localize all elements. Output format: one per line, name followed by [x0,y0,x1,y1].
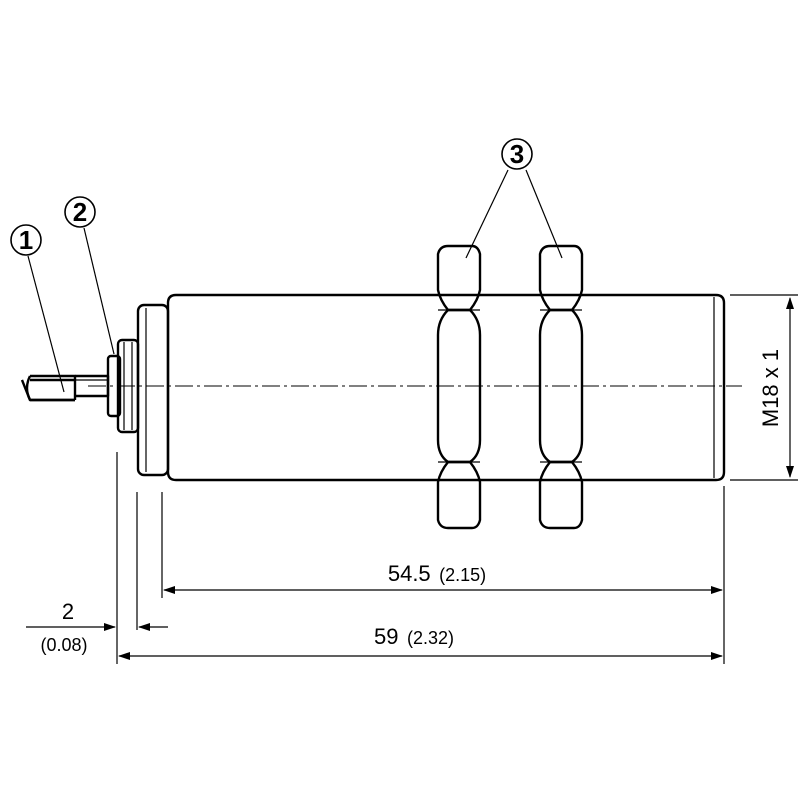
thread-dimension-label: M18 x 1 [758,349,783,427]
flange-dimension: 2 (0.08) [26,599,168,655]
total-length-value: 59 [374,624,398,649]
thread-dimension: M18 x 1 [730,294,798,481]
flange-dimension-inch: (0.08) [40,635,87,655]
nut-2 [538,244,584,530]
body-length-dimension: 54.5 (2.15) [163,561,723,594]
callout-2: 2 [64,196,115,355]
end-cap [136,303,170,477]
body-length-inch: (2.15) [439,565,486,585]
body-length-label: 54.5 (2.15) [388,561,486,586]
callout-2-label: 2 [73,197,87,227]
total-length-label: 59 (2.32) [374,624,454,649]
callout-1-label: 1 [19,225,33,255]
total-length-inch: (2.32) [407,628,454,648]
body-length-value: 54.5 [388,561,431,586]
cable [20,374,110,402]
callout-1: 1 [10,224,65,393]
total-length-dimension: 59 (2.32) [118,624,723,660]
flange-dimension-value: 2 [62,599,74,624]
callout-3-label: 3 [510,139,524,169]
sensor-body [166,293,726,482]
nut-1 [436,244,482,530]
callout-3: 3 [465,138,563,259]
